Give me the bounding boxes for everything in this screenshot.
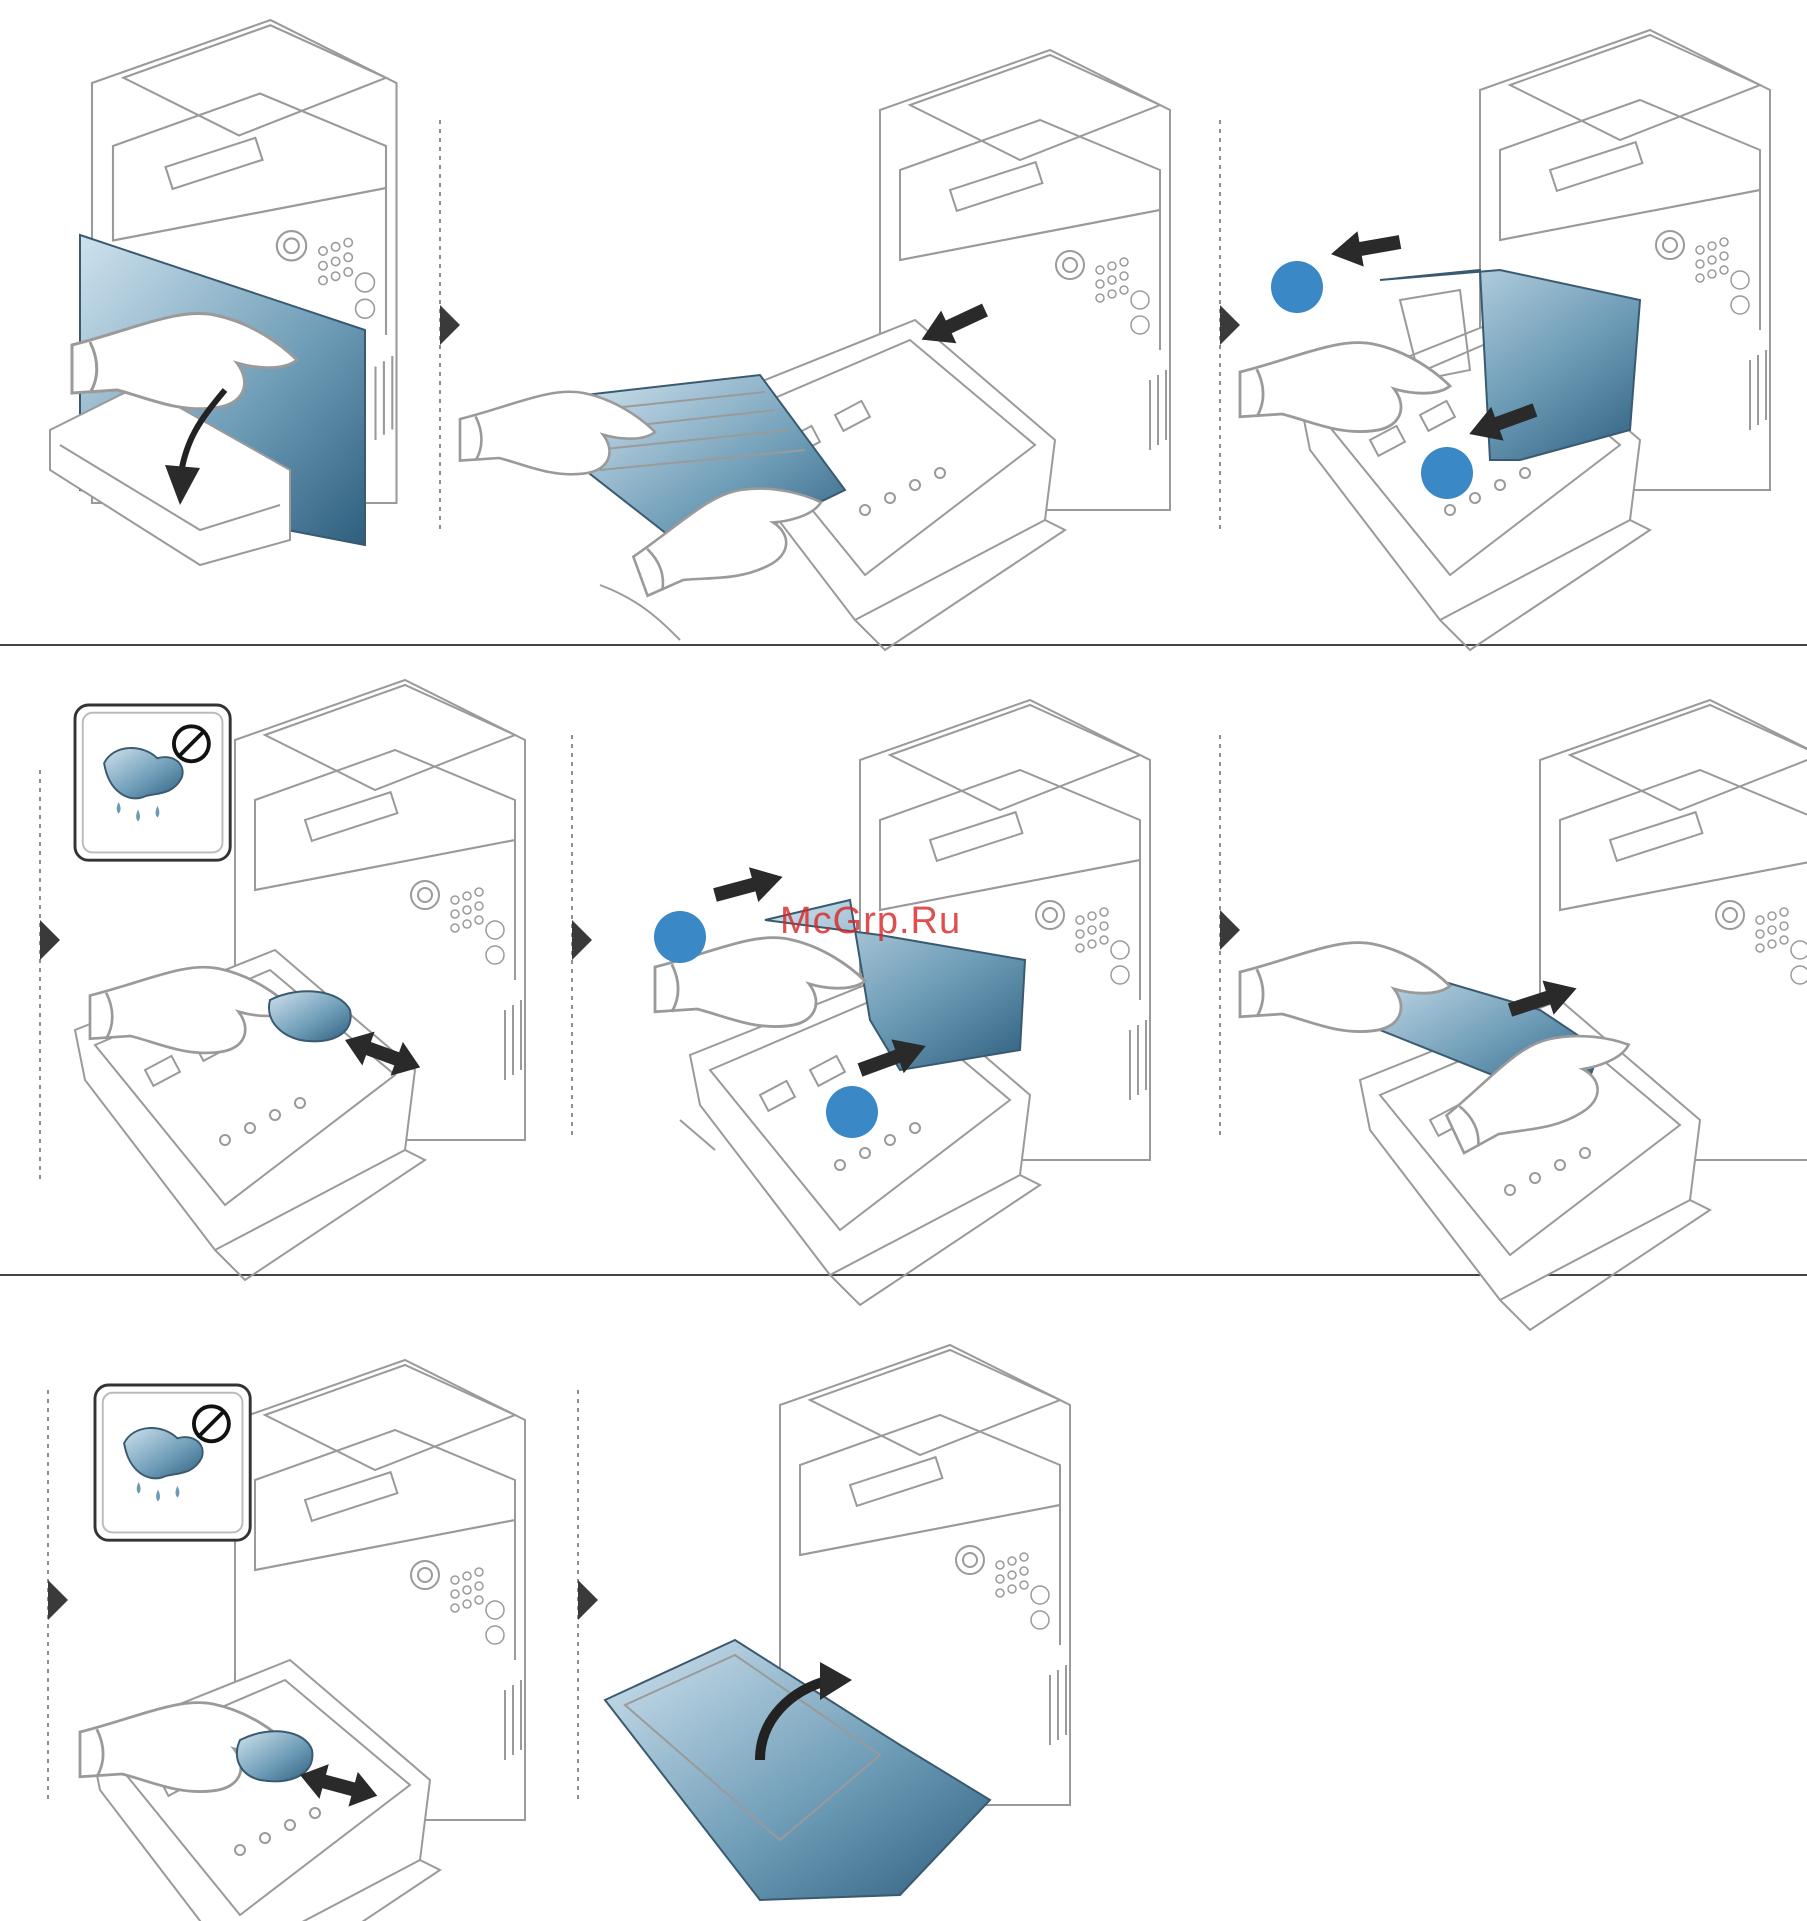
callout-circle-1 [1271, 261, 1323, 313]
step-marker-icon [572, 920, 592, 960]
no-wet-cloth-icon [75, 705, 230, 860]
step-marker-icon [48, 1580, 68, 1620]
callout-circle-1 [654, 911, 706, 963]
step-remove-toner-cartridges [460, 50, 1170, 650]
step-marker-icon [1220, 305, 1240, 345]
step-close-front-cover [605, 1345, 1070, 1900]
step-wipe-inside [75, 680, 525, 1280]
step-insert-waste-toner [654, 700, 1150, 1305]
callout-circle-2 [1421, 447, 1473, 499]
step-marker-icon [578, 1580, 598, 1620]
watermark: McGrp.Ru [780, 900, 961, 943]
step-insert-toner-cartridges [1240, 700, 1807, 1330]
step-marker-icon [40, 920, 60, 960]
step-marker-icon [1220, 910, 1240, 950]
no-wet-cloth-icon [95, 1385, 250, 1540]
callout-circle-2 [826, 1086, 878, 1138]
cloth-icon [237, 1731, 312, 1781]
step-marker-icon [440, 305, 460, 345]
step-remove-waste-toner [1240, 30, 1770, 650]
step-open-front-cover [50, 20, 396, 565]
step-wipe-inside-2 [80, 1360, 525, 1921]
